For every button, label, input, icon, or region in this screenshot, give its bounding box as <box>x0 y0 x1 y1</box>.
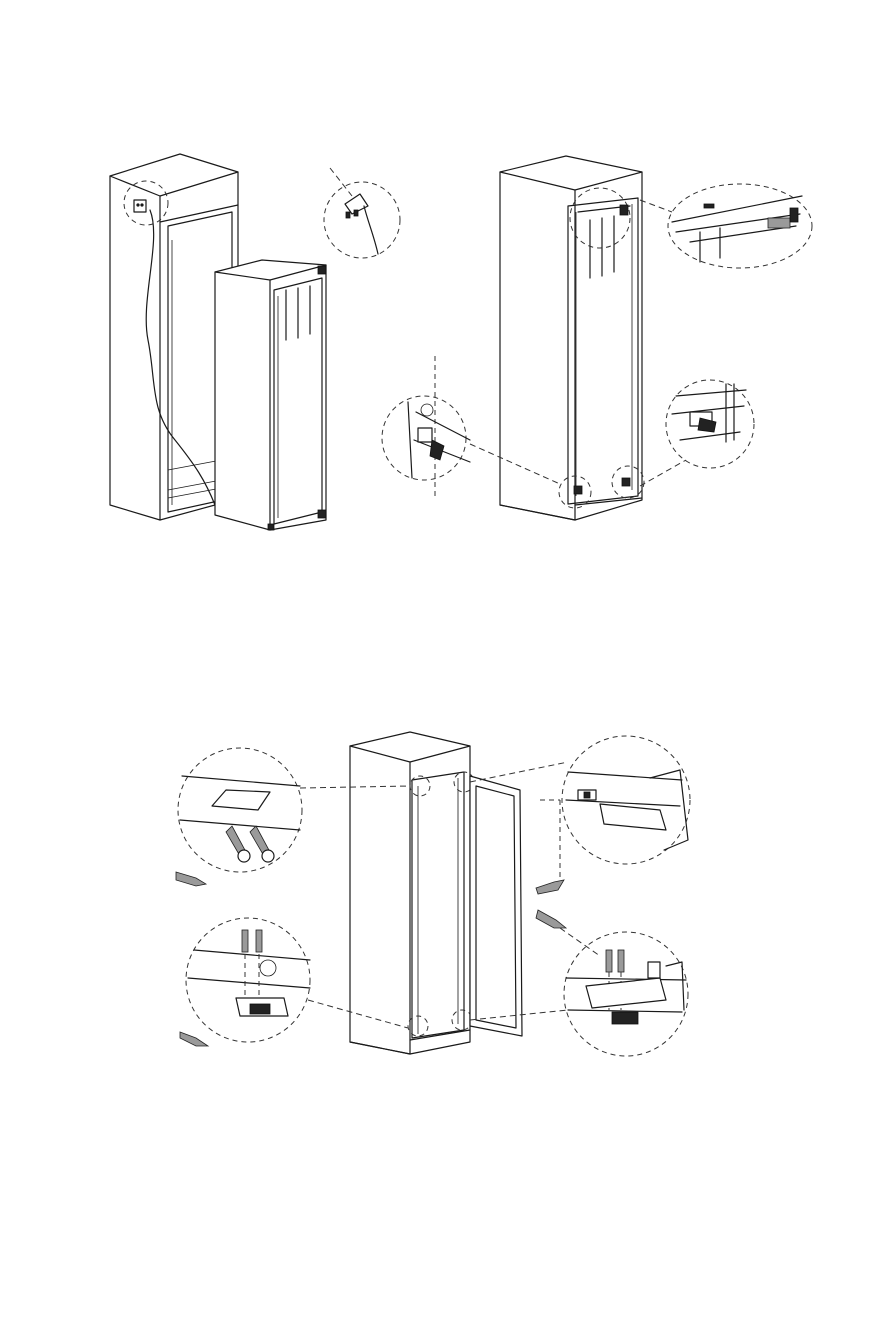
hinge-detail-bottom-right <box>640 380 754 486</box>
figure-2-open-door <box>470 776 522 1036</box>
loose-screw-icon <box>176 872 206 886</box>
figure-1-built-in-unit <box>500 156 644 520</box>
plug-detail <box>324 168 400 258</box>
loose-screw-icon <box>536 880 564 894</box>
power-socket-icon <box>134 200 146 212</box>
loose-screw-icon <box>536 910 566 928</box>
figure-1-appliance <box>215 260 326 530</box>
hinge-detail-top-right <box>640 184 812 268</box>
figure-2-cabinet <box>350 732 474 1054</box>
loose-screw-icon <box>180 1032 208 1046</box>
